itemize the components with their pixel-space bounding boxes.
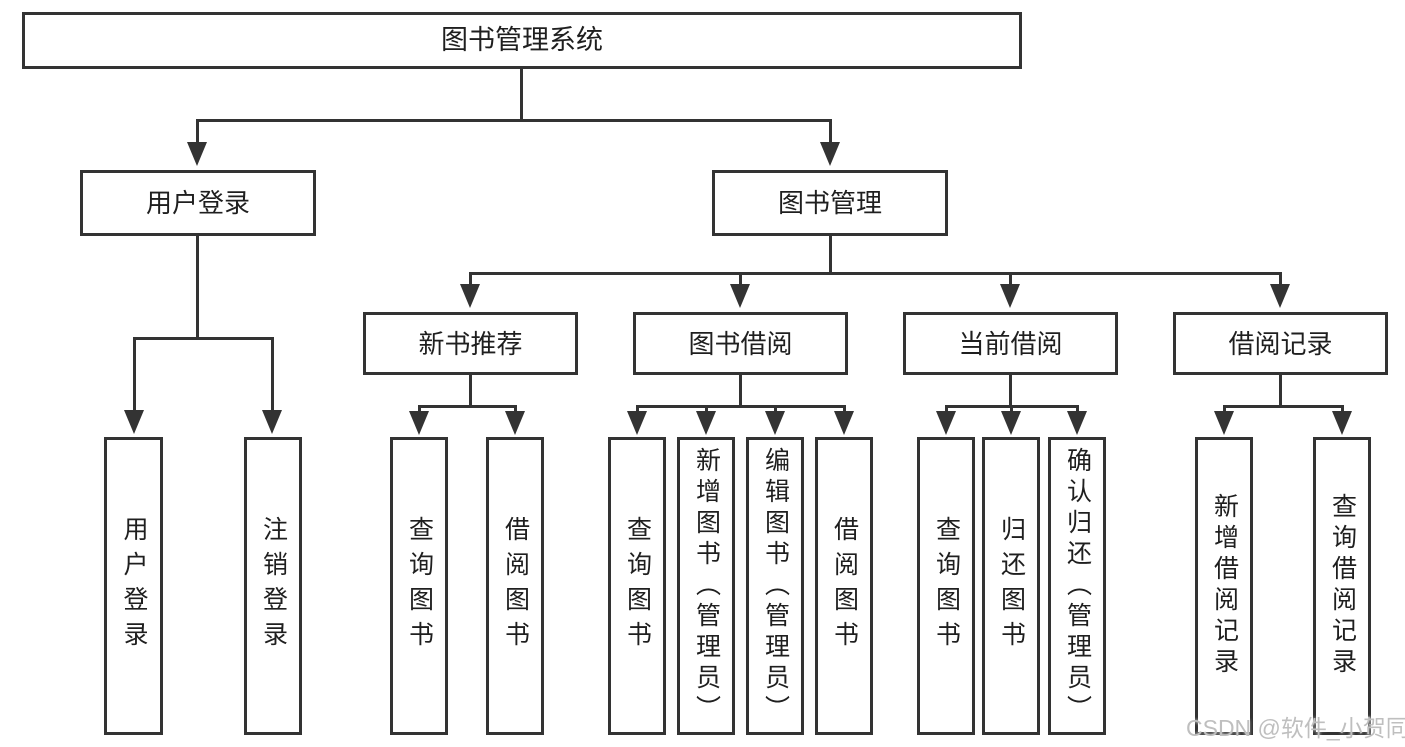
node-book-borrowing: 图书借阅 (633, 312, 848, 375)
node-book-management: 图书管理 (712, 170, 948, 236)
connector-stub (774, 405, 777, 414)
leaf-user-login-label: 用户登录 (120, 516, 148, 656)
node-user-login-label: 用户登录 (145, 188, 250, 218)
leaf-query-borrow-record-label: 查询借阅记录 (1328, 493, 1357, 679)
node-borrowing-records-label: 借阅记录 (1228, 328, 1333, 359)
connector-stub (843, 405, 846, 414)
connector-level1-rail (196, 119, 832, 122)
arrowhead-down-icon (1214, 411, 1234, 435)
leaf-query-books-1: 查询图书 (390, 437, 448, 735)
connector-stub (133, 337, 136, 412)
arrowhead-down-icon (820, 142, 840, 166)
connector-stub (829, 119, 832, 144)
leaf-edit-books-admin-label: 编辑图书（管理员） (761, 446, 790, 726)
leaf-query-books-1-label: 查询图书 (405, 516, 434, 656)
leaf-borrow-books-2-label: 借阅图书 (830, 516, 859, 656)
connector-stub (1076, 405, 1079, 414)
leaf-return-books-label: 归还图书 (997, 516, 1026, 656)
node-book-management-label: 图书管理 (777, 188, 882, 218)
leaf-add-books-admin-label: 新增图书（管理员） (692, 446, 721, 726)
connector-userlogin-rail (133, 337, 274, 340)
leaf-add-borrow-record: 新增借阅记录 (1195, 437, 1253, 735)
connector-stub (705, 405, 708, 414)
arrowhead-down-icon (187, 142, 207, 166)
connector-root-drop (520, 69, 523, 119)
leaf-query-books-2: 查询图书 (608, 437, 666, 735)
node-new-book-recommend-label: 新书推荐 (418, 328, 523, 359)
connector-stub (1009, 272, 1012, 286)
node-root: 图书管理系统 (22, 12, 1022, 69)
leaf-query-books-3: 查询图书 (917, 437, 975, 735)
node-root-label: 图书管理系统 (441, 25, 603, 55)
connector-stub (739, 272, 742, 286)
connector-userlogin-drop (196, 236, 199, 337)
connector-stub (514, 405, 517, 414)
leaf-query-books-3-label: 查询图书 (932, 516, 961, 656)
leaf-edit-books-admin: 编辑图书（管理员） (746, 437, 804, 735)
connector-group1-rail (418, 405, 517, 408)
leaf-borrow-books-2: 借阅图书 (815, 437, 873, 735)
connector-bookmgmt-drop (829, 236, 832, 272)
node-current-borrowing-label: 当前借阅 (958, 328, 1063, 359)
connector-group4-rail (1223, 405, 1344, 408)
connector-group2-rail (636, 405, 846, 408)
node-user-login: 用户登录 (80, 170, 316, 236)
arrowhead-down-icon (696, 411, 716, 435)
connector-stub (636, 405, 639, 414)
arrowhead-down-icon (765, 411, 785, 435)
arrowhead-down-icon (1270, 284, 1290, 308)
leaf-confirm-return-admin-label: 确认归还（管理员） (1063, 446, 1092, 726)
arrowhead-down-icon (730, 284, 750, 308)
arrowhead-down-icon (627, 411, 647, 435)
connector-stub (469, 272, 472, 286)
node-new-book-recommend: 新书推荐 (363, 312, 578, 375)
connector-stub (945, 405, 948, 414)
arrowhead-down-icon (1332, 411, 1352, 435)
connector-stub (1223, 405, 1226, 414)
leaf-return-books: 归还图书 (982, 437, 1040, 735)
leaf-user-login: 用户登录 (104, 437, 163, 735)
connector-level3-rail (469, 272, 1282, 275)
arrowhead-down-icon (505, 411, 525, 435)
connector-stub (418, 405, 421, 414)
csdn-watermark: CSDN @软件_小贺同学 (1186, 715, 1405, 741)
leaf-logout: 注销登录 (244, 437, 302, 735)
node-borrowing-records: 借阅记录 (1173, 312, 1388, 375)
arrowhead-down-icon (1000, 284, 1020, 308)
arrowhead-down-icon (1067, 411, 1087, 435)
connector-group2-drop (739, 375, 742, 405)
connector-stub (1010, 405, 1013, 414)
connector-group3-drop (1009, 375, 1012, 405)
arrowhead-down-icon (460, 284, 480, 308)
leaf-query-borrow-record: 查询借阅记录 (1313, 437, 1371, 735)
connector-group1-drop (469, 375, 472, 405)
connector-group4-drop (1279, 375, 1282, 405)
node-book-borrowing-label: 图书借阅 (688, 328, 793, 359)
leaf-confirm-return-admin: 确认归还（管理员） (1048, 437, 1106, 735)
connector-stub (1279, 272, 1282, 286)
leaf-add-books-admin: 新增图书（管理员） (677, 437, 735, 735)
leaf-logout-label: 注销登录 (259, 516, 288, 656)
arrowhead-down-icon (1001, 411, 1021, 435)
connector-stub (1341, 405, 1344, 414)
connector-stub (271, 337, 274, 412)
arrowhead-down-icon (262, 410, 282, 434)
connector-stub (196, 119, 199, 144)
leaf-borrow-books-1-label: 借阅图书 (501, 516, 530, 656)
leaf-borrow-books-1: 借阅图书 (486, 437, 544, 735)
leaf-query-books-2-label: 查询图书 (623, 516, 652, 656)
arrowhead-down-icon (834, 411, 854, 435)
arrowhead-down-icon (936, 411, 956, 435)
leaf-add-borrow-record-label: 新增借阅记录 (1210, 493, 1239, 679)
node-current-borrowing: 当前借阅 (903, 312, 1118, 375)
arrowhead-down-icon (409, 411, 429, 435)
arrowhead-down-icon (124, 410, 144, 434)
